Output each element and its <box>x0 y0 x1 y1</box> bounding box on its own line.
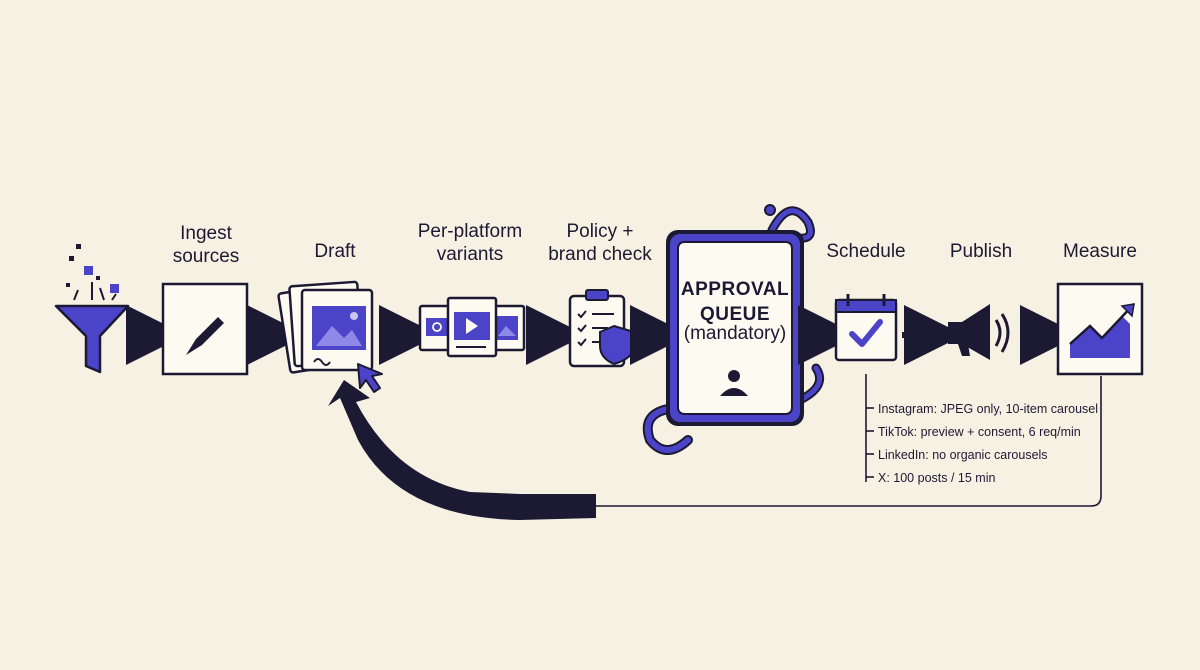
clipboard-shield-icon <box>568 289 635 368</box>
calendar-check-icon <box>834 294 898 362</box>
step-label-policy: Policy +brand check <box>548 221 652 265</box>
feedback-line <box>590 376 1102 507</box>
platform-notes-bracket <box>865 374 874 482</box>
platform-note-tiktok: TikTok: preview + consent, 6 req/min <box>878 425 1081 439</box>
step-label-draft: Draft <box>314 241 356 262</box>
feedback-arrow <box>328 380 596 520</box>
megaphone-icon <box>948 304 1010 360</box>
platform-note-linkedin: LinkedIn: no organic carousels <box>878 448 1048 462</box>
step-label-schedule: Schedule <box>826 241 906 262</box>
image-stack-icon <box>277 280 383 393</box>
approval-queue-card <box>677 241 793 415</box>
feedback-label: feed back <box>497 495 571 514</box>
user-icon <box>720 370 748 396</box>
approval-queue-tentacles <box>642 204 824 455</box>
platform-note-instagram: Instagram: JPEG only, 10-item carousel <box>878 402 1098 416</box>
trend-chart-icon <box>1069 303 1135 358</box>
approval-queue-subtitle: (mandatory) <box>683 323 787 344</box>
funnel-icon <box>54 244 130 374</box>
platform-note-x: X: 100 posts / 15 min <box>878 471 996 485</box>
pencil-icon <box>186 317 224 355</box>
multi-screen-icon <box>418 296 526 358</box>
step-label-measure: Measure <box>1063 241 1137 262</box>
step-label-publish: Publish <box>949 241 1013 262</box>
ingest-box <box>161 282 249 376</box>
